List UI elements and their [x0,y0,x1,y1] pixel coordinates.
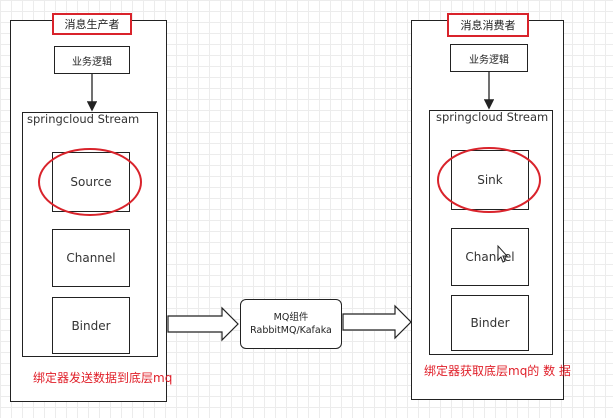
producer-business-logic: 业务逻辑 [54,46,130,74]
producer-binder-box: Binder [52,297,130,354]
sink-box: Sink [451,150,529,210]
mq-to-consumer-arrow [342,304,412,340]
producer-stream-label: springcloud Stream [27,112,140,126]
mq-label-line1: MQ组件 [273,312,309,323]
producer-to-mq-arrow [167,306,239,342]
consumer-channel-box: Channel [451,228,529,286]
consumer-stream-label: springcloud Stream [436,110,549,124]
producer-channel-box: Channel [52,229,130,287]
producer-note: 绑定器发送数据到底层mq [33,371,173,385]
source-box: Source [52,152,130,212]
consumer-business-logic: 业务逻辑 [450,44,528,72]
mq-label-line2: RabbitMQ/Kafaka [250,325,332,336]
consumer-binder-box: Binder [451,295,529,351]
consumer-note: 绑定器获取底层mq的 数 据 [424,364,571,378]
mq-component-box: MQ组件 RabbitMQ/Kafaka [240,299,342,349]
consumer-title: 消息消费者 [447,13,529,37]
producer-title: 消息生产者 [52,13,132,35]
